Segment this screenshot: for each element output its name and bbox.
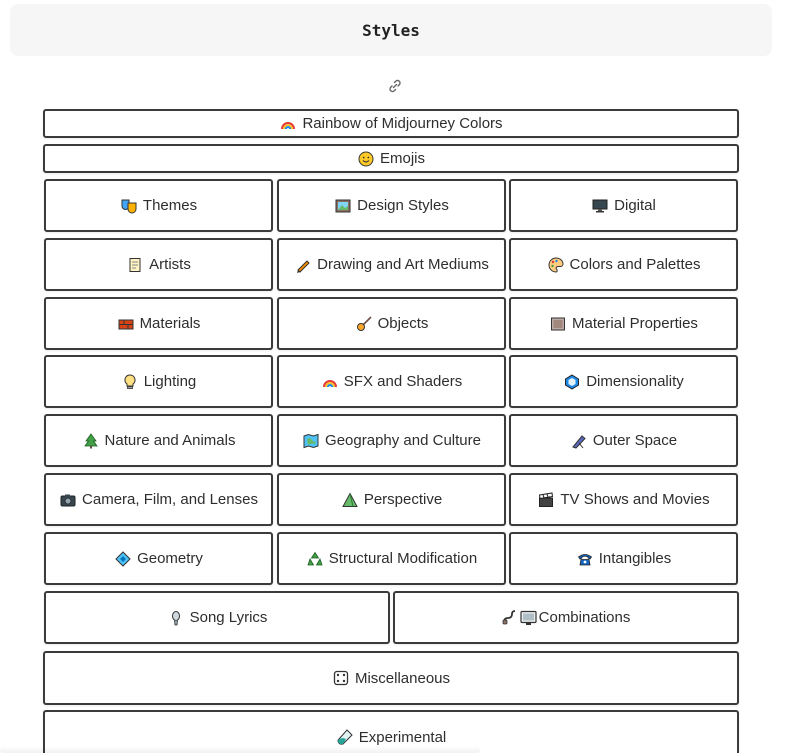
button-design-styles-label: Design Styles [357,197,449,214]
framed-picture-icon [334,197,352,215]
button-materials-label: Materials [139,315,201,332]
button-drawing-and-art-mediums[interactable]: Drawing and Art Mediums [277,238,506,291]
smiley-icon [357,150,375,168]
tree-icon [82,432,100,450]
button-tv-shows-and-movies-label: TV Shows and Movies [560,491,710,508]
clapperboard-icon [537,491,555,509]
button-digital-label: Digital [614,197,656,214]
button-experimental-label: Experimental [358,728,447,746]
button-miscellaneous-label: Miscellaneous [354,669,451,687]
button-digital[interactable]: Digital [509,179,738,232]
button-intangibles[interactable]: Intangibles [509,532,738,585]
link-icon[interactable] [386,77,404,95]
button-emojis-label: Emojis [379,150,425,167]
test-tube-icon [336,728,354,746]
button-structural-modification[interactable]: Structural Modification [277,532,506,585]
button-tv-shows-and-movies[interactable]: TV Shows and Movies [509,473,738,526]
button-dimensionality[interactable]: Dimensionality [509,355,738,408]
button-combinations[interactable]: Combinations [393,591,739,644]
scroll-shadow [0,746,480,753]
page-header: Styles [10,4,772,56]
button-experimental[interactable]: Experimental [43,710,739,753]
bricks-icon [117,315,135,333]
button-objects-label: Objects [377,315,429,332]
cube-icon [563,373,581,391]
button-material-properties[interactable]: Material Properties [509,297,738,350]
palette-icon [547,256,565,274]
button-artists[interactable]: Artists [44,238,273,291]
button-themes-label: Themes [142,197,198,214]
button-structural-modification-label: Structural Modification [328,550,478,567]
recycle-icon [306,550,324,568]
button-sfx-and-shaders-label: SFX and Shaders [343,373,463,390]
chain-monitor-icon [502,609,538,627]
button-colors-and-palettes[interactable]: Colors and Palettes [509,238,738,291]
page-title: Styles [362,20,420,40]
telescope-icon [570,432,588,450]
button-sfx-and-shaders[interactable]: SFX and Shaders [277,355,506,408]
button-miscellaneous[interactable]: Miscellaneous [43,651,739,705]
button-materials[interactable]: Materials [44,297,273,350]
button-dimensionality-label: Dimensionality [586,373,684,390]
button-design-styles[interactable]: Design Styles [277,179,506,232]
button-geometry-label: Geometry [137,550,203,567]
wood-icon [549,315,567,333]
camera-icon [59,491,77,509]
button-nature-and-animals-label: Nature and Animals [104,432,236,449]
pencil-icon [294,256,312,274]
microphone-icon [167,609,185,627]
triangle-icon [341,491,359,509]
button-geography-and-culture[interactable]: Geography and Culture [277,414,506,467]
button-geometry[interactable]: Geometry [44,532,273,585]
monitor-icon [591,197,609,215]
button-camera-film-and-lenses[interactable]: Camera, Film, and Lenses [44,473,273,526]
rainbow-icon [279,115,297,133]
lightbulb-icon [121,373,139,391]
button-song-lyrics[interactable]: Song Lyrics [44,591,390,644]
button-nature-and-animals[interactable]: Nature and Animals [44,414,273,467]
button-lighting-label: Lighting [143,373,197,390]
button-outer-space-label: Outer Space [592,432,678,449]
button-drawing-and-art-mediums-label: Drawing and Art Mediums [317,256,489,273]
button-combinations-label: Combinations [538,609,631,626]
guitar-icon [355,315,373,333]
button-perspective-label: Perspective [363,491,443,508]
button-song-lyrics-label: Song Lyrics [189,609,268,626]
telephone-icon [576,550,594,568]
notepad-icon [126,256,144,274]
button-geography-and-culture-label: Geography and Culture [325,432,481,449]
button-perspective[interactable]: Perspective [277,473,506,526]
masks-icon [120,197,138,215]
diamond-icon [114,550,132,568]
button-camera-film-and-lenses-label: Camera, Film, and Lenses [82,491,258,508]
button-objects[interactable]: Objects [277,297,506,350]
button-outer-space[interactable]: Outer Space [509,414,738,467]
button-themes[interactable]: Themes [44,179,273,232]
button-rainbow-of-midjourney-colors[interactable]: Rainbow of Midjourney Colors [43,109,739,138]
button-lighting[interactable]: Lighting [44,355,273,408]
button-emojis[interactable]: Emojis [43,144,739,173]
button-colors-and-palettes-label: Colors and Palettes [569,256,701,273]
button-material-properties-label: Material Properties [572,315,698,332]
button-artists-label: Artists [149,256,191,273]
map-icon [302,432,320,450]
rainbow-icon [321,373,339,391]
dice-icon [332,669,350,687]
button-intangibles-label: Intangibles [598,550,672,567]
button-rainbow-of-midjourney-colors-label: Rainbow of Midjourney Colors [302,115,503,132]
